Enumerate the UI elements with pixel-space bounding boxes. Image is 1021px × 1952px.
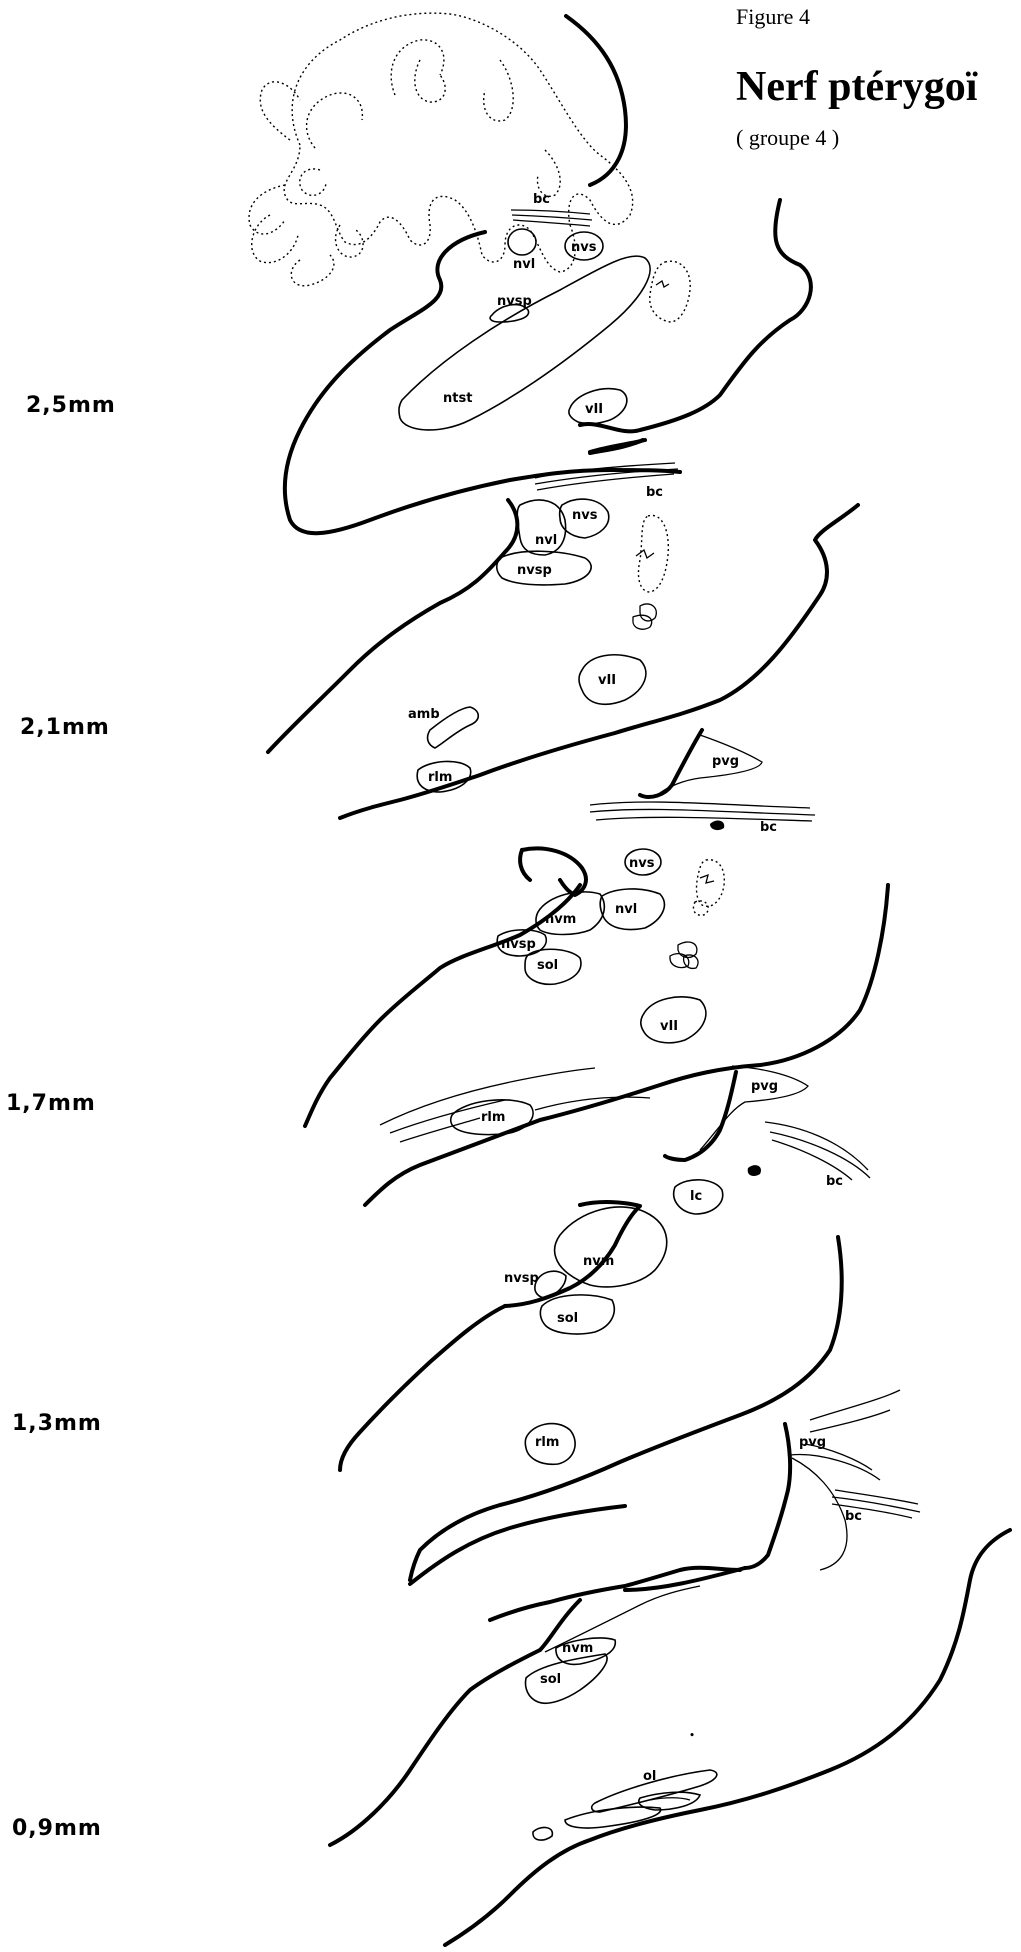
nucleus-rlm bbox=[449, 1099, 534, 1136]
nucleus-sol bbox=[524, 1653, 608, 1705]
label-vii: vII bbox=[660, 1019, 678, 1034]
label-nvsp: nvsp bbox=[517, 563, 552, 578]
figure-caption: Figure 4 bbox=[736, 4, 810, 29]
label-rlm: rlm bbox=[535, 1435, 559, 1450]
label-nvsp: nvsp bbox=[501, 937, 536, 952]
nucleus-amb bbox=[426, 706, 480, 749]
label-nvl: nvl bbox=[615, 902, 637, 917]
nucleus-sol bbox=[539, 1294, 616, 1335]
nucleus-rlm bbox=[524, 1422, 576, 1466]
nucleus-nvl bbox=[516, 499, 567, 556]
nucleus-vii bbox=[568, 388, 628, 425]
label-nvsp: nvsp bbox=[504, 1271, 539, 1286]
label-ntst: ntst bbox=[443, 391, 472, 406]
nucleus-nvl bbox=[507, 228, 537, 256]
nucleus-rlm bbox=[416, 760, 472, 793]
label-nvm: nvm bbox=[583, 1254, 614, 1269]
section-2-5mm: bc nvl nvs nvsp ntst vII bbox=[282, 14, 813, 536]
label-nvm: nvm bbox=[545, 912, 576, 927]
label-ol: ol bbox=[643, 1769, 656, 1784]
label-sol: sol bbox=[537, 958, 558, 973]
label-pvg: pvg bbox=[712, 754, 739, 769]
section-2-1mm: bc nvl nvs nvsp vII amb rlm bbox=[266, 438, 860, 820]
label-vii: vII bbox=[598, 673, 616, 688]
nucleus-nvs bbox=[624, 848, 662, 876]
label-sol: sol bbox=[557, 1311, 578, 1326]
label-bc: bc bbox=[760, 820, 777, 835]
nucleus-nvl bbox=[599, 888, 666, 931]
depth-label-2-5mm: 2,5mm bbox=[26, 393, 116, 418]
figure-subtitle: ( groupe 4 ) bbox=[736, 125, 839, 150]
depth-label-2-1mm: 2,1mm bbox=[20, 715, 110, 740]
label-bc: bc bbox=[533, 192, 550, 207]
section-0-9mm: pvg bc nvm sol ol bbox=[328, 1389, 1012, 1947]
figure-title: Nerf ptérygoï bbox=[736, 64, 978, 110]
depth-label-1-3mm: 1,3mm bbox=[12, 1411, 102, 1436]
nucleus-nvs bbox=[558, 498, 610, 539]
nucleus-lc bbox=[673, 1179, 724, 1215]
label-vii: vII bbox=[585, 402, 603, 417]
nucleus-vii bbox=[578, 654, 647, 706]
nucleus-nvsp bbox=[496, 929, 547, 957]
nucleus-nvsp bbox=[534, 1270, 567, 1299]
label-lc: lc bbox=[690, 1189, 702, 1204]
label-bc: bc bbox=[845, 1509, 862, 1524]
label-nvs: nvs bbox=[572, 508, 598, 523]
depth-label-0-9mm: 0,9mm bbox=[12, 1816, 102, 1841]
nucleus-sol bbox=[524, 948, 582, 986]
label-amb: amb bbox=[408, 707, 440, 722]
label-nvl: nvl bbox=[513, 257, 535, 272]
nucleus-nvs bbox=[564, 231, 604, 261]
label-nvm: nvm bbox=[562, 1641, 593, 1656]
label-pvg: pvg bbox=[751, 1079, 778, 1094]
label-rlm: rlm bbox=[428, 770, 452, 785]
nucleus-ntst bbox=[398, 255, 651, 431]
label-nvs: nvs bbox=[571, 240, 597, 255]
nucleus-nvsp bbox=[489, 303, 530, 323]
nucleus-nvm bbox=[553, 1206, 668, 1288]
label-nvs: nvs bbox=[629, 856, 655, 871]
label-sol: sol bbox=[540, 1672, 561, 1687]
label-pvg: pvg bbox=[799, 1435, 826, 1450]
label-rlm: rlm bbox=[481, 1110, 505, 1125]
nucleus-nvsp bbox=[496, 550, 592, 586]
nucleus-vii bbox=[640, 996, 707, 1044]
section-1-7mm: pvg bc nvs nvm nvl nvsp sol vII rlm bbox=[303, 728, 890, 1207]
nucleus-nvm bbox=[535, 891, 606, 936]
label-nvsp: nvsp bbox=[497, 294, 532, 309]
label-bc: bc bbox=[826, 1174, 843, 1189]
depth-label-1-7mm: 1,7mm bbox=[6, 1091, 96, 1116]
label-bc: bc bbox=[646, 485, 663, 500]
label-nvl: nvl bbox=[535, 533, 557, 548]
section-1-3mm: pvg bc lc nvm nvsp sol rlm bbox=[338, 1065, 871, 1582]
